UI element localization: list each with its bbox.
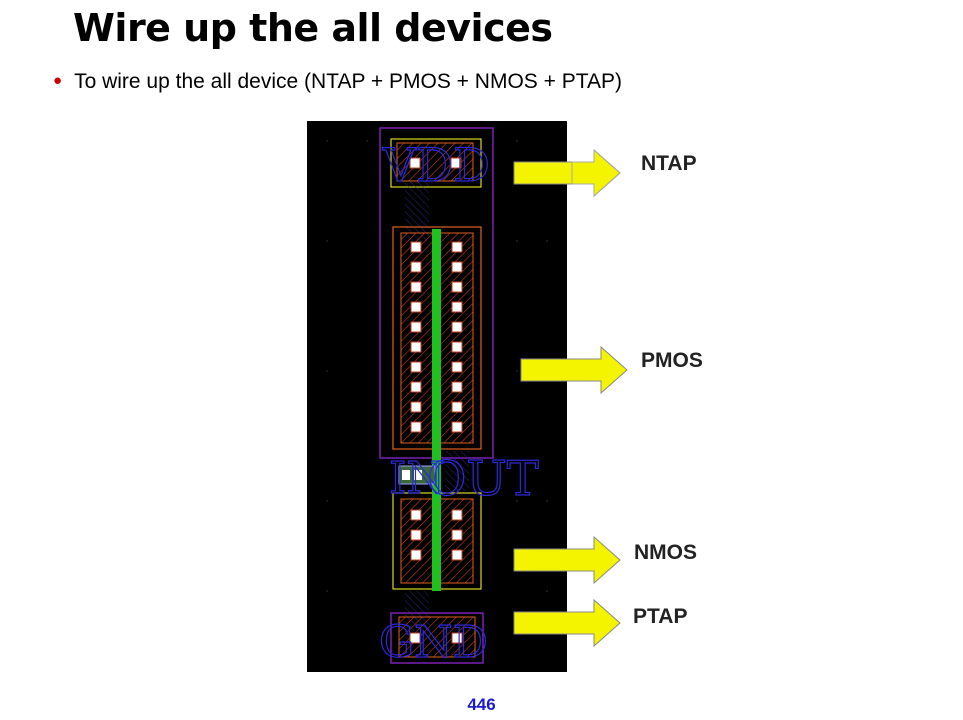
- layout-drawing: VDD IN OUT GND: [326, 127, 548, 669]
- ptap-contact: [409, 632, 421, 644]
- ptap-contact: [451, 632, 463, 644]
- metal-out-strap: [445, 451, 469, 491]
- net-label-out: OUT: [427, 451, 539, 507]
- bullet-dot-icon: ●: [53, 72, 63, 89]
- net-label-in: IN: [389, 453, 445, 504]
- input-contact: [414, 470, 422, 480]
- slide-title: Wire up the all devices: [73, 6, 553, 50]
- pmos-left-contacts: [410, 241, 422, 433]
- ntap-label: NTAP: [641, 152, 697, 175]
- input-contact: [402, 470, 410, 480]
- net-label-vdd: VDD: [382, 138, 490, 192]
- ntap-contact: [409, 157, 421, 169]
- nmos-label: NMOS: [634, 541, 697, 564]
- pmos-right-contacts: [451, 241, 463, 433]
- nmos-arrow-icon: [513, 535, 621, 585]
- layout-view: VDD IN OUT GND: [307, 121, 567, 672]
- ptap-arrow-icon: [513, 598, 621, 648]
- ntap-contact: [450, 157, 462, 169]
- gate-poly: [432, 229, 441, 591]
- metal-vdd-strap: [405, 181, 429, 241]
- pmos-arrow-icon: [520, 345, 628, 395]
- ntap-arrow-icon: [513, 148, 621, 198]
- pmos-label: PMOS: [641, 349, 703, 372]
- bullet-text: To wire up the all device (NTAP + PMOS +…: [74, 70, 623, 93]
- ptap-select: [390, 612, 484, 664]
- bullet-item: ● To wire up the all device (NTAP + PMOS …: [53, 70, 622, 94]
- ntap-select: [390, 138, 482, 188]
- page-number: 446: [467, 695, 496, 714]
- nmos-contacts: [410, 509, 463, 561]
- net-label-gnd: GND: [379, 617, 488, 668]
- ptap-label: PTAP: [633, 605, 688, 628]
